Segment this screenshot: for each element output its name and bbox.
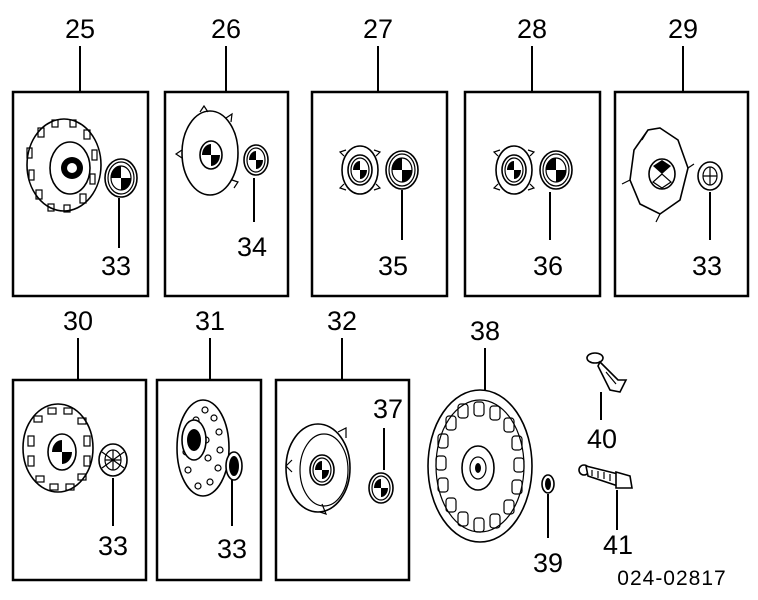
emblem-icon (225, 451, 243, 481)
callout-26: 26 (211, 14, 241, 44)
hub-cap-icon (621, 127, 695, 223)
callout-32: 32 (327, 306, 357, 336)
callout-33: 33 (101, 251, 131, 281)
callout-40: 40 (587, 424, 617, 454)
emblem-icon (541, 474, 555, 494)
callout-33: 33 (692, 251, 722, 281)
hub-cap-icon (22, 403, 94, 493)
callout-25: 25 (65, 14, 95, 44)
part-group-38: 38 (427, 316, 533, 543)
hub-cap-icon (26, 118, 102, 213)
valve-stem-icon (578, 464, 633, 489)
part-box (463, 90, 602, 298)
part-group-27: 27 35 (310, 14, 449, 298)
callout-28: 28 (517, 14, 547, 44)
callout-31: 31 (195, 306, 225, 336)
callout-33: 33 (217, 534, 247, 564)
emblem-icon (697, 161, 723, 191)
part-group-32: 32 37 (274, 306, 411, 582)
hub-cap-icon (285, 423, 351, 515)
emblem-icon (243, 144, 269, 176)
part-box (613, 90, 750, 298)
hub-cap-icon (338, 145, 382, 195)
part-group-25: 25 33 (11, 14, 150, 298)
callout-41: 41 (603, 530, 633, 560)
emblem-icon (98, 443, 128, 477)
part-box (11, 378, 148, 582)
wheel-trim-icon (174, 104, 239, 196)
part-group-40: 40 (586, 352, 628, 454)
part-group-41: 41 (578, 464, 633, 560)
callout-34: 34 (237, 232, 267, 262)
part-box (155, 378, 263, 582)
part-box (163, 90, 290, 298)
part-group-28: 28 36 (463, 14, 602, 298)
callout-36: 36 (533, 251, 563, 281)
callout-39: 39 (533, 548, 563, 578)
callout-29: 29 (668, 14, 698, 44)
part-group-30: 30 33 (11, 306, 148, 582)
valve-cap-icon (586, 352, 628, 393)
callout-27: 27 (363, 14, 393, 44)
drawing-number: 024-02817 (617, 567, 726, 590)
emblem-icon (368, 472, 394, 504)
part-group-39: 39 (533, 474, 563, 578)
part-group-31: 31 33 (155, 306, 263, 582)
callout-33: 33 (98, 531, 128, 561)
callout-37: 37 (373, 394, 403, 424)
part-group-26: 26 34 (163, 14, 290, 298)
part-box (310, 90, 449, 298)
wheel-trim-icon (427, 389, 533, 543)
emblem-icon (539, 150, 573, 190)
part-group-29: 29 33 (613, 14, 750, 298)
emblem-icon (104, 158, 138, 198)
callout-38: 38 (470, 316, 500, 346)
callout-30: 30 (63, 306, 93, 336)
hub-cap-icon (492, 145, 536, 195)
part-box (11, 90, 150, 298)
emblem-icon (385, 150, 419, 190)
wheel-trim-icon (176, 399, 230, 497)
part-box (274, 378, 411, 582)
callout-35: 35 (378, 251, 408, 281)
